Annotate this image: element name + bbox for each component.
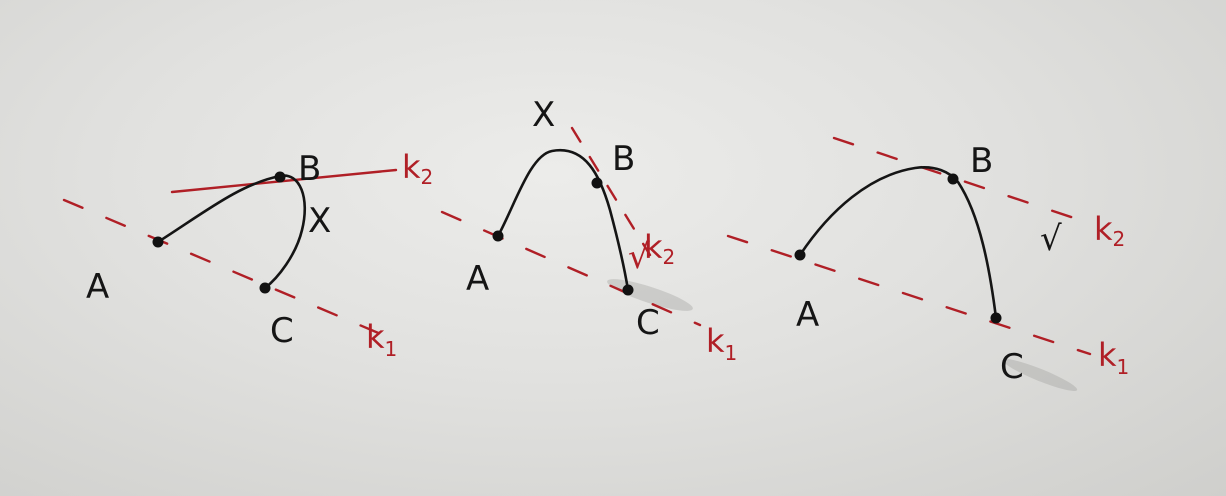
sketch-2: A B C X √ k2 k1: [440, 95, 737, 365]
label-k1: k1: [706, 322, 737, 365]
point-a: [492, 230, 504, 242]
point-c: [259, 282, 271, 294]
sketch-3: A B C √ k2 k1: [726, 136, 1129, 387]
sketch-1: A B C X k2 k1: [62, 148, 433, 361]
point-b: [591, 177, 603, 189]
label-a: A: [466, 259, 489, 299]
line-k1: [62, 198, 397, 342]
point-a: [152, 236, 164, 248]
label-k2: k2: [1094, 210, 1125, 251]
label-b: B: [298, 149, 321, 189]
line-k2: [170, 168, 398, 194]
label-k1: k1: [1098, 336, 1129, 379]
point-c: [622, 284, 634, 296]
smudge: [1002, 359, 1078, 391]
label-b: B: [612, 139, 635, 179]
line-k1: [726, 234, 1092, 356]
curve: [496, 148, 630, 292]
label-b: B: [970, 141, 993, 181]
line-k2: [570, 126, 652, 257]
label-c: C: [636, 303, 660, 343]
line-k1: [440, 210, 702, 327]
label-c: C: [1000, 347, 1024, 387]
point-a: [794, 249, 806, 261]
label-k1: k1: [366, 318, 397, 361]
cross-mark: X: [532, 95, 555, 135]
check-mark: √: [1040, 219, 1062, 259]
curve: [156, 174, 307, 290]
point-b: [947, 173, 959, 185]
check-mark: √: [628, 237, 650, 277]
curve: [798, 166, 998, 320]
label-k2: k2: [644, 228, 675, 269]
point-b: [274, 171, 286, 183]
label-c: C: [270, 311, 294, 351]
cross-mark: X: [308, 201, 331, 241]
point-c: [990, 312, 1002, 324]
label-a: A: [796, 295, 819, 335]
label-k2: k2: [402, 148, 433, 189]
label-a: A: [86, 267, 109, 307]
